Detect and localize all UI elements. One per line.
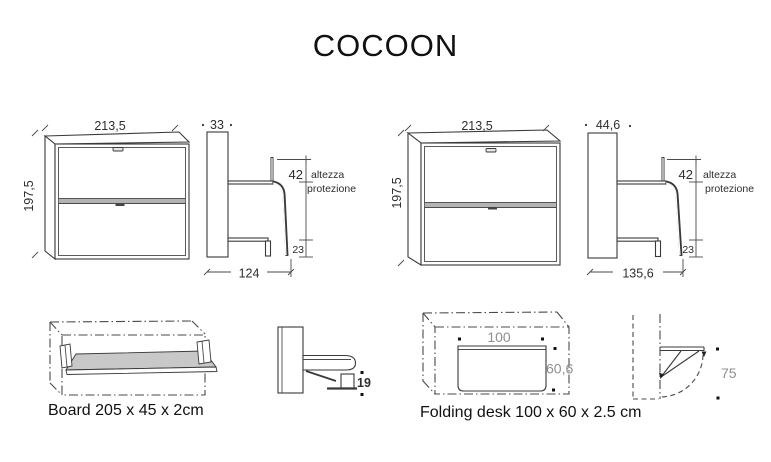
board-drawing — [49, 320, 218, 396]
desk-side-drawing: 75 — [632, 314, 737, 400]
door-handle-lower — [488, 207, 497, 210]
bed-side-b-protection-label1: altezza — [703, 169, 736, 181]
board-side-drawing: 19 — [277, 326, 371, 396]
wardrobe-b-front-drawing: 213,5 197,5 — [390, 119, 562, 267]
desk-side-dimensions: 75 — [716, 347, 737, 400]
wardrobe-a-body — [43, 131, 191, 261]
bed-side-a-protection-label1: altezza — [311, 169, 344, 181]
bed-side-b-depth-dim: 44,6 — [596, 118, 620, 132]
door-handle-upper — [485, 148, 497, 153]
board-shelf — [59, 339, 218, 375]
desk-panel — [457, 345, 547, 392]
bed-side-a-depth-dim: 33 — [210, 118, 224, 132]
board-side-dimensions: 19 — [357, 371, 371, 396]
desk-height-dim: 60,6 — [546, 361, 573, 377]
desk-caption: Folding desk 100 x 60 x 2.5 cm — [420, 404, 642, 421]
bed-side-a-body — [206, 131, 289, 258]
wardrobe-b-body — [406, 129, 562, 266]
board-bracket-right — [196, 339, 212, 365]
bed-side-a-protection-label2: protezione — [307, 183, 356, 195]
wardrobe-b-height-dim: 197,5 — [390, 177, 404, 208]
bed-side-b-drawing: 44,6 42 altezza protezione 23 135,6 — [584, 118, 754, 281]
wardrobe-a-dimensions: 213,5 197,5 — [22, 119, 179, 259]
bed-side-b-open-depth-dim: 135,6 — [622, 267, 653, 281]
bed-side-b-base-dim: 23 — [682, 244, 694, 256]
bed-side-a-base-dim: 23 — [292, 244, 304, 256]
door-handle-upper — [112, 147, 124, 152]
bed-side-b-protection-label2: protezione — [705, 183, 754, 195]
bed-side-b-protection-dim: 42 — [679, 167, 693, 182]
wardrobe-a-front-drawing: 213,5 197,5 — [22, 119, 191, 261]
desk-cabinet-outline — [422, 311, 570, 395]
desk-width-dim: 100 — [487, 329, 511, 345]
board-thickness-dim: 19 — [357, 376, 371, 390]
bed-side-a-drawing: 33 42 altezza protezione 23 124 — [201, 118, 356, 281]
bed-side-a-dimensions: 33 42 altezza protezione 23 124 — [201, 118, 356, 281]
bed-side-a-protection-dim: 42 — [289, 167, 303, 182]
bed-side-b-dimensions: 44,6 42 altezza protezione 23 135,6 — [584, 118, 754, 281]
door-handle-lower — [115, 203, 125, 206]
wardrobe-b-width-dim: 213,5 — [461, 119, 492, 133]
bed-side-a-open-depth-dim: 124 — [239, 267, 260, 281]
wardrobe-a-height-dim: 197,5 — [22, 180, 36, 211]
wardrobe-a-width-dim: 213,5 — [94, 119, 125, 133]
page-title: COCOON — [312, 28, 459, 63]
desk-extension-dim: 75 — [721, 365, 737, 381]
desk-side-body — [632, 314, 707, 400]
desk-front-drawing: 100 60,6 — [422, 311, 573, 395]
bed-side-b-body — [587, 132, 683, 259]
desk-dimensions: 100 60,6 — [458, 329, 573, 392]
board-side-body — [277, 326, 357, 394]
board-caption: Board 205 x 45 x 2cm — [48, 402, 204, 419]
wardrobe-b-dimensions: 213,5 197,5 — [390, 119, 550, 267]
